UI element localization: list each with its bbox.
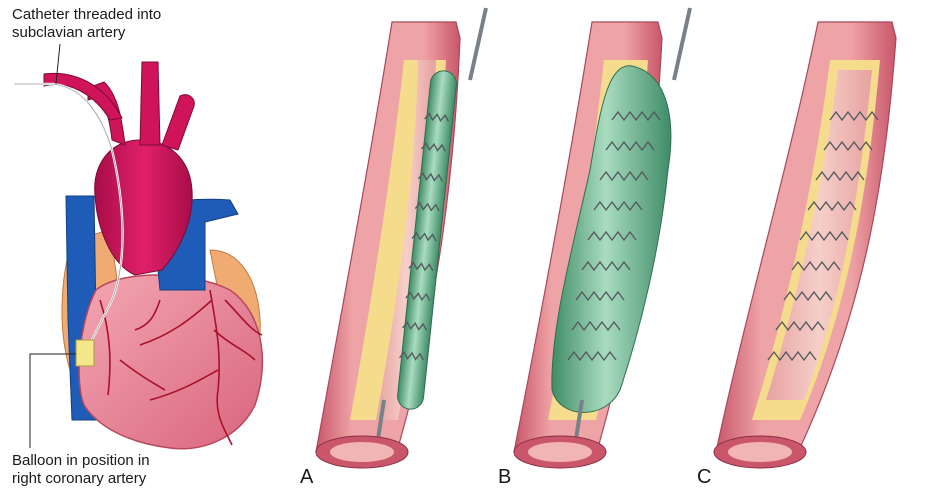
balloon-marker	[76, 340, 94, 366]
vessel-a-guidewire-top	[470, 8, 486, 80]
vessel-b-guidewire-top	[674, 8, 690, 80]
heart	[14, 44, 262, 449]
vessel-b	[514, 8, 690, 468]
ventricles	[79, 275, 262, 449]
vessel-a	[316, 8, 486, 468]
carotid-artery	[140, 62, 160, 145]
left-subclavian-artery	[162, 95, 194, 150]
vessel-c	[714, 22, 896, 468]
